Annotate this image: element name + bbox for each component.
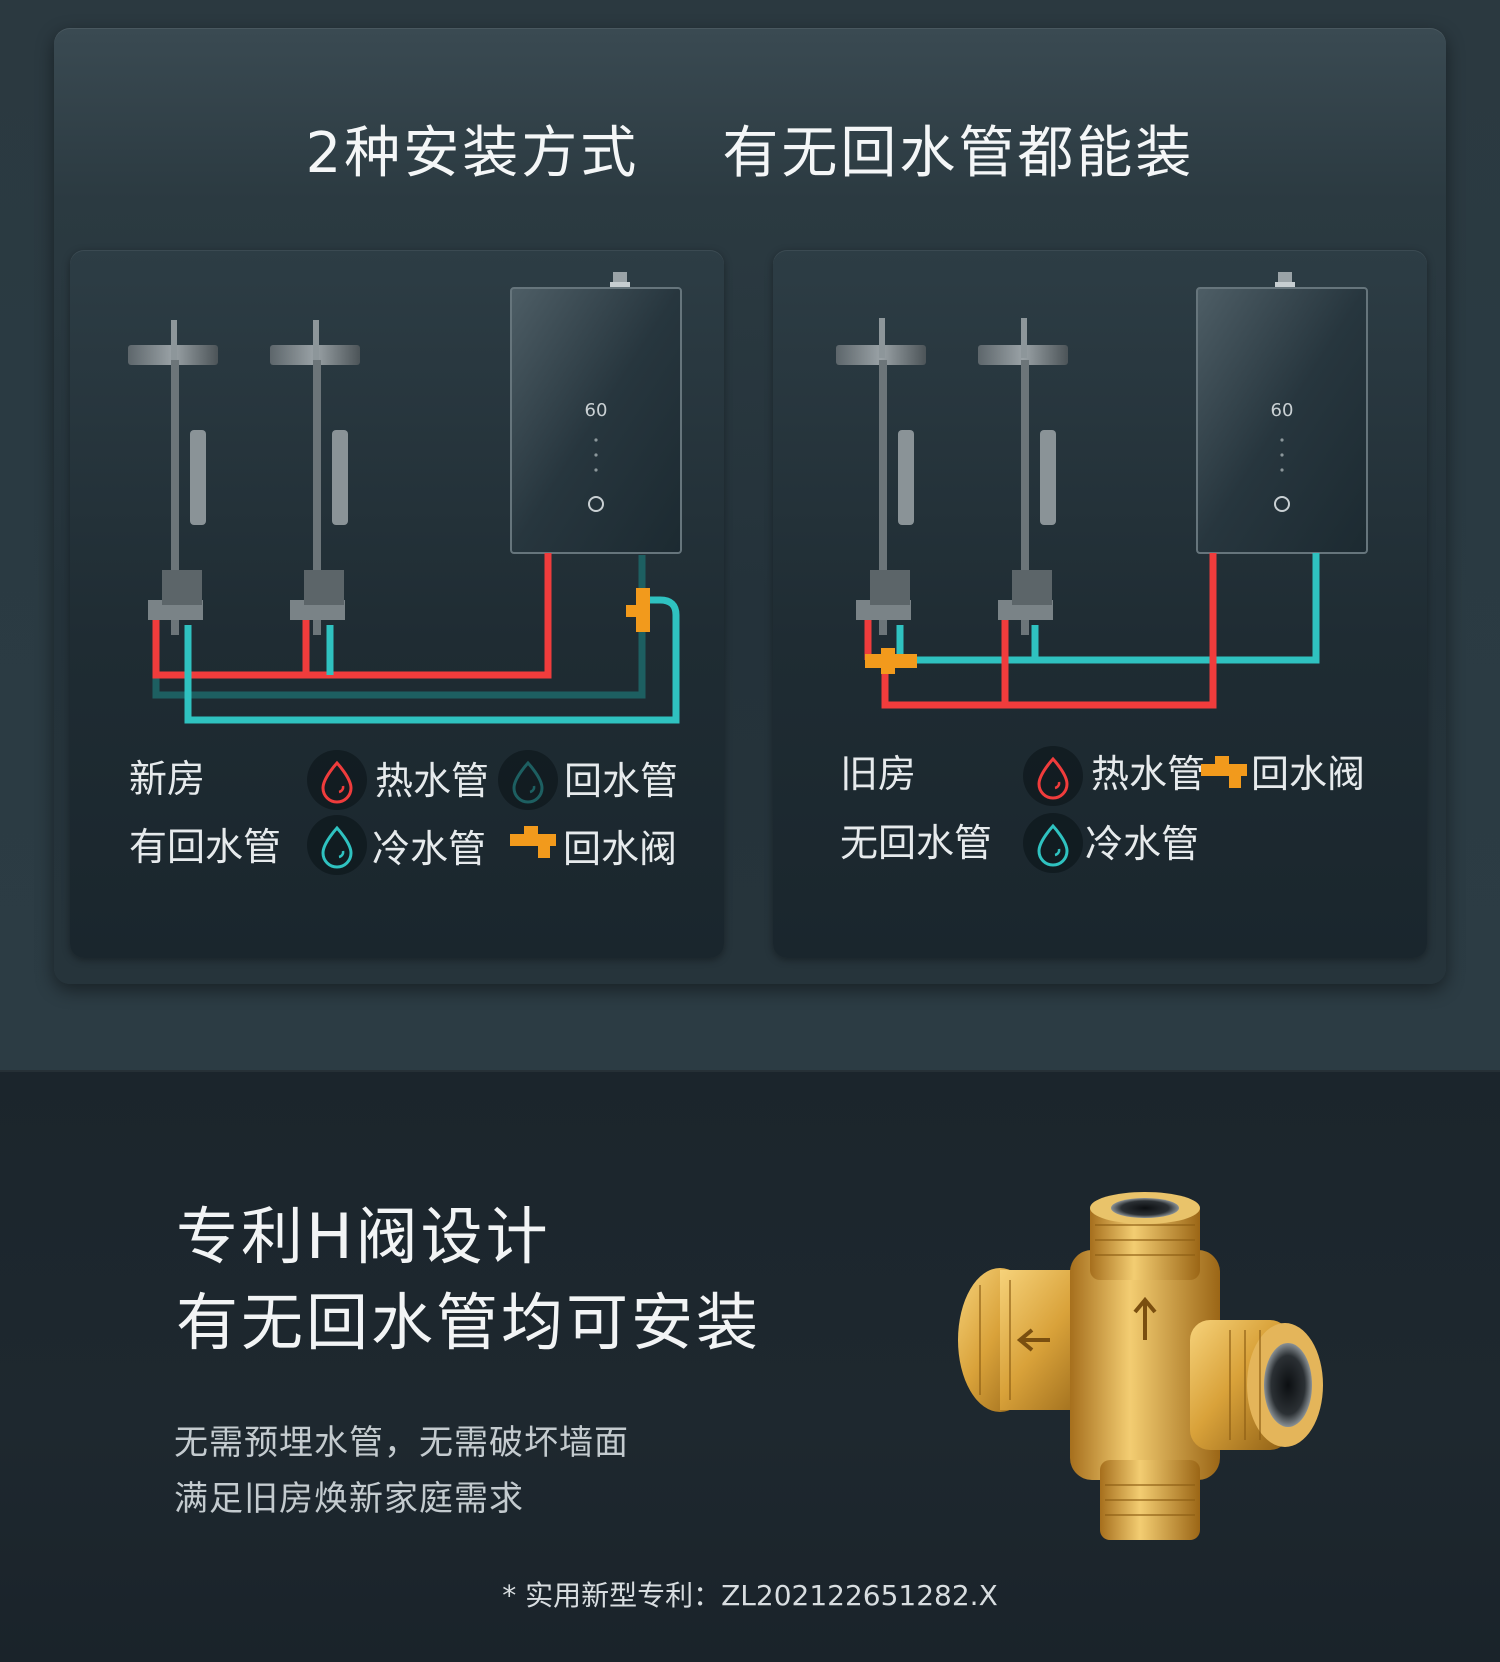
old-house-diagram: 60 (836, 272, 1368, 709)
new-house-diagram: 60 (128, 272, 682, 724)
heater-display: 60 (1271, 400, 1294, 421)
panel-old-house: 60 旧房 (773, 250, 1427, 958)
hot-pipe (864, 553, 1217, 709)
pipe-type-label: 有回水管 (129, 825, 282, 869)
cold-pipe (896, 553, 1320, 664)
shower-1 (128, 320, 218, 635)
cold-legend-label: 冷水管 (1085, 822, 1200, 866)
patent-title-line-2: 有无回水管均可安装 (176, 1286, 762, 1359)
valve-icon (1201, 756, 1247, 788)
water-drop-icon (1037, 823, 1069, 867)
hot-legend-icon (1023, 746, 1083, 806)
water-drop-icon (321, 760, 353, 804)
section-title: 2种安装方式 有无回水管都能装 (0, 108, 1500, 189)
hot-legend-label: 热水管 (375, 759, 490, 803)
hot-legend-label: 热水管 (1091, 752, 1206, 796)
cold-legend-label: 冷水管 (372, 827, 487, 871)
title-part-1: 2种安装方式 (305, 121, 640, 186)
valve-legend-label: 回水阀 (1251, 752, 1366, 796)
shower-2 (270, 320, 360, 635)
panel-new-house: 60 (70, 250, 724, 958)
house-label: 旧房 (840, 752, 917, 796)
section-divider (0, 1070, 1500, 1072)
pipe-type-label: 无回水管 (840, 821, 993, 865)
heater-display: 60 (585, 400, 608, 421)
patent-desc-line-2: 满足旧房焕新家庭需求 (174, 1479, 524, 1519)
water-drop-icon (512, 760, 544, 804)
water-drop-icon (1037, 756, 1069, 800)
shower-2 (978, 318, 1068, 635)
water-drop-icon (321, 825, 353, 869)
hot-legend-icon (307, 750, 367, 810)
cold-pipe (184, 596, 680, 724)
patent-desc-line-1: 无需预埋水管，无需破坏墙面 (174, 1423, 629, 1463)
cold-legend-icon (307, 815, 367, 875)
water-heater: 60 (1196, 272, 1368, 554)
title-part-2: 有无回水管都能装 (722, 121, 1195, 186)
patent-number-note: * 实用新型专利：ZL202122651282.X (502, 1579, 998, 1612)
house-label: 新房 (129, 757, 206, 801)
return-legend-label: 回水管 (564, 759, 679, 803)
shower-1 (836, 318, 926, 635)
valve-icon (510, 826, 556, 858)
return-valve (626, 588, 650, 632)
return-legend-icon (498, 750, 558, 810)
cold-legend-icon (1023, 813, 1083, 873)
return-valve (865, 648, 917, 674)
patent-title-line-1: 专利H阀设计 (176, 1200, 551, 1273)
valve-legend-label: 回水阀 (563, 827, 678, 871)
h-valve-image (958, 1192, 1323, 1540)
hot-pipe (152, 553, 552, 679)
water-heater: 60 (510, 272, 682, 554)
